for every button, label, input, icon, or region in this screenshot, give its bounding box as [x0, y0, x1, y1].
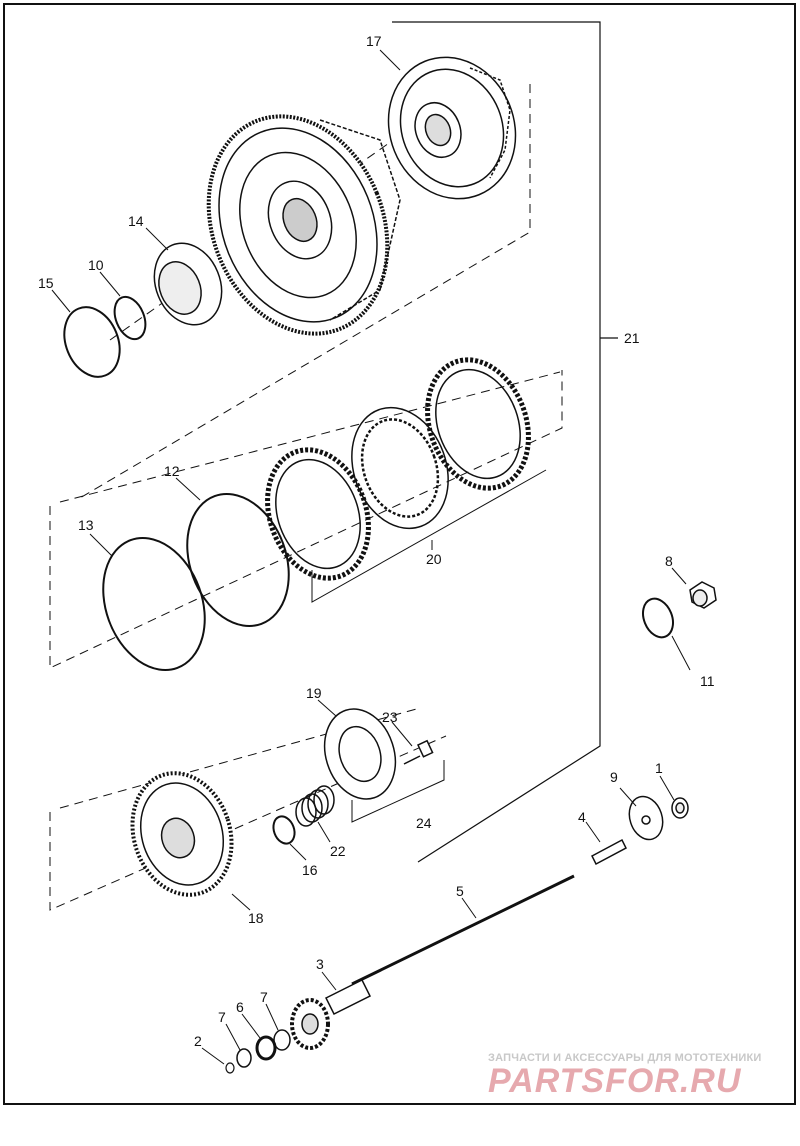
callout-18: 18 — [248, 910, 264, 926]
clutch-basket-gear — [206, 114, 401, 336]
callout-23: 23 — [382, 709, 398, 725]
bracket-20 — [311, 469, 547, 603]
diaphragm-spring-part-22 — [295, 785, 335, 827]
nut-part-8 — [689, 581, 717, 609]
callout-13: 13 — [78, 517, 94, 533]
retaining-ring-part-15 — [63, 306, 121, 378]
callout-20: 20 — [426, 551, 442, 567]
callout-11: 11 — [700, 673, 715, 689]
callout-5: 5 — [456, 883, 464, 899]
snap-ring-part-2 — [225, 1062, 235, 1074]
callout-9: 9 — [610, 769, 618, 785]
callout-10: 10 — [88, 257, 104, 273]
callout-7-right: 7 — [260, 989, 268, 1005]
assembly-21-bracket — [392, 21, 618, 863]
bearing-part-6 — [255, 1035, 277, 1061]
callout-22: 22 — [330, 843, 346, 859]
locknut-part-1 — [671, 797, 689, 819]
callout-16: 16 — [302, 862, 318, 878]
callout-19: 19 — [306, 685, 322, 701]
callout-21: 21 — [624, 330, 640, 346]
adjusting-screw-part-4 — [591, 838, 627, 866]
callout-8: 8 — [665, 553, 673, 569]
spring-ring-part-13 — [102, 537, 206, 671]
diagram-border — [3, 3, 796, 1105]
callout-14: 14 — [128, 213, 144, 229]
clutch-hub-part-17 — [387, 56, 517, 200]
callout-15: 15 — [38, 275, 54, 291]
bracket-24 — [351, 760, 445, 823]
pushrod-part-5 — [351, 874, 575, 986]
callout-7-left: 7 — [218, 1009, 226, 1025]
callout-3: 3 — [316, 956, 324, 972]
seat-part-16 — [272, 815, 296, 845]
retaining-clip-part-11 — [642, 597, 674, 639]
callout-4: 4 — [578, 809, 586, 825]
retaining-ring-part-10 — [113, 295, 147, 341]
callout-2: 2 — [194, 1033, 202, 1049]
washer-part-7-left — [236, 1048, 252, 1068]
adjuster-plate-part-9 — [628, 795, 664, 841]
callout-17: 17 — [366, 33, 382, 49]
clutch-plates-part-20 — [265, 357, 531, 581]
leader-lines — [51, 49, 691, 1065]
pressure-plate-part-18 — [130, 771, 234, 897]
bolt-part-23 — [403, 739, 434, 765]
bearing-part-14 — [153, 242, 223, 326]
spring-plate-part-19 — [323, 708, 397, 800]
callout-24: 24 — [416, 815, 432, 831]
spring-ring-part-12 — [186, 493, 290, 627]
callout-6: 6 — [236, 999, 244, 1015]
watermark-tagline: ЗАПЧАСТИ И АКСЕССУАРЫ ДЛЯ МОТОТЕХНИКИ — [488, 1052, 762, 1064]
release-ramp-part-3 — [290, 978, 372, 1050]
watermark-logo: PARTSFOR.RU — [488, 1062, 742, 1100]
callout-1: 1 — [655, 760, 663, 776]
callout-12: 12 — [164, 463, 180, 479]
